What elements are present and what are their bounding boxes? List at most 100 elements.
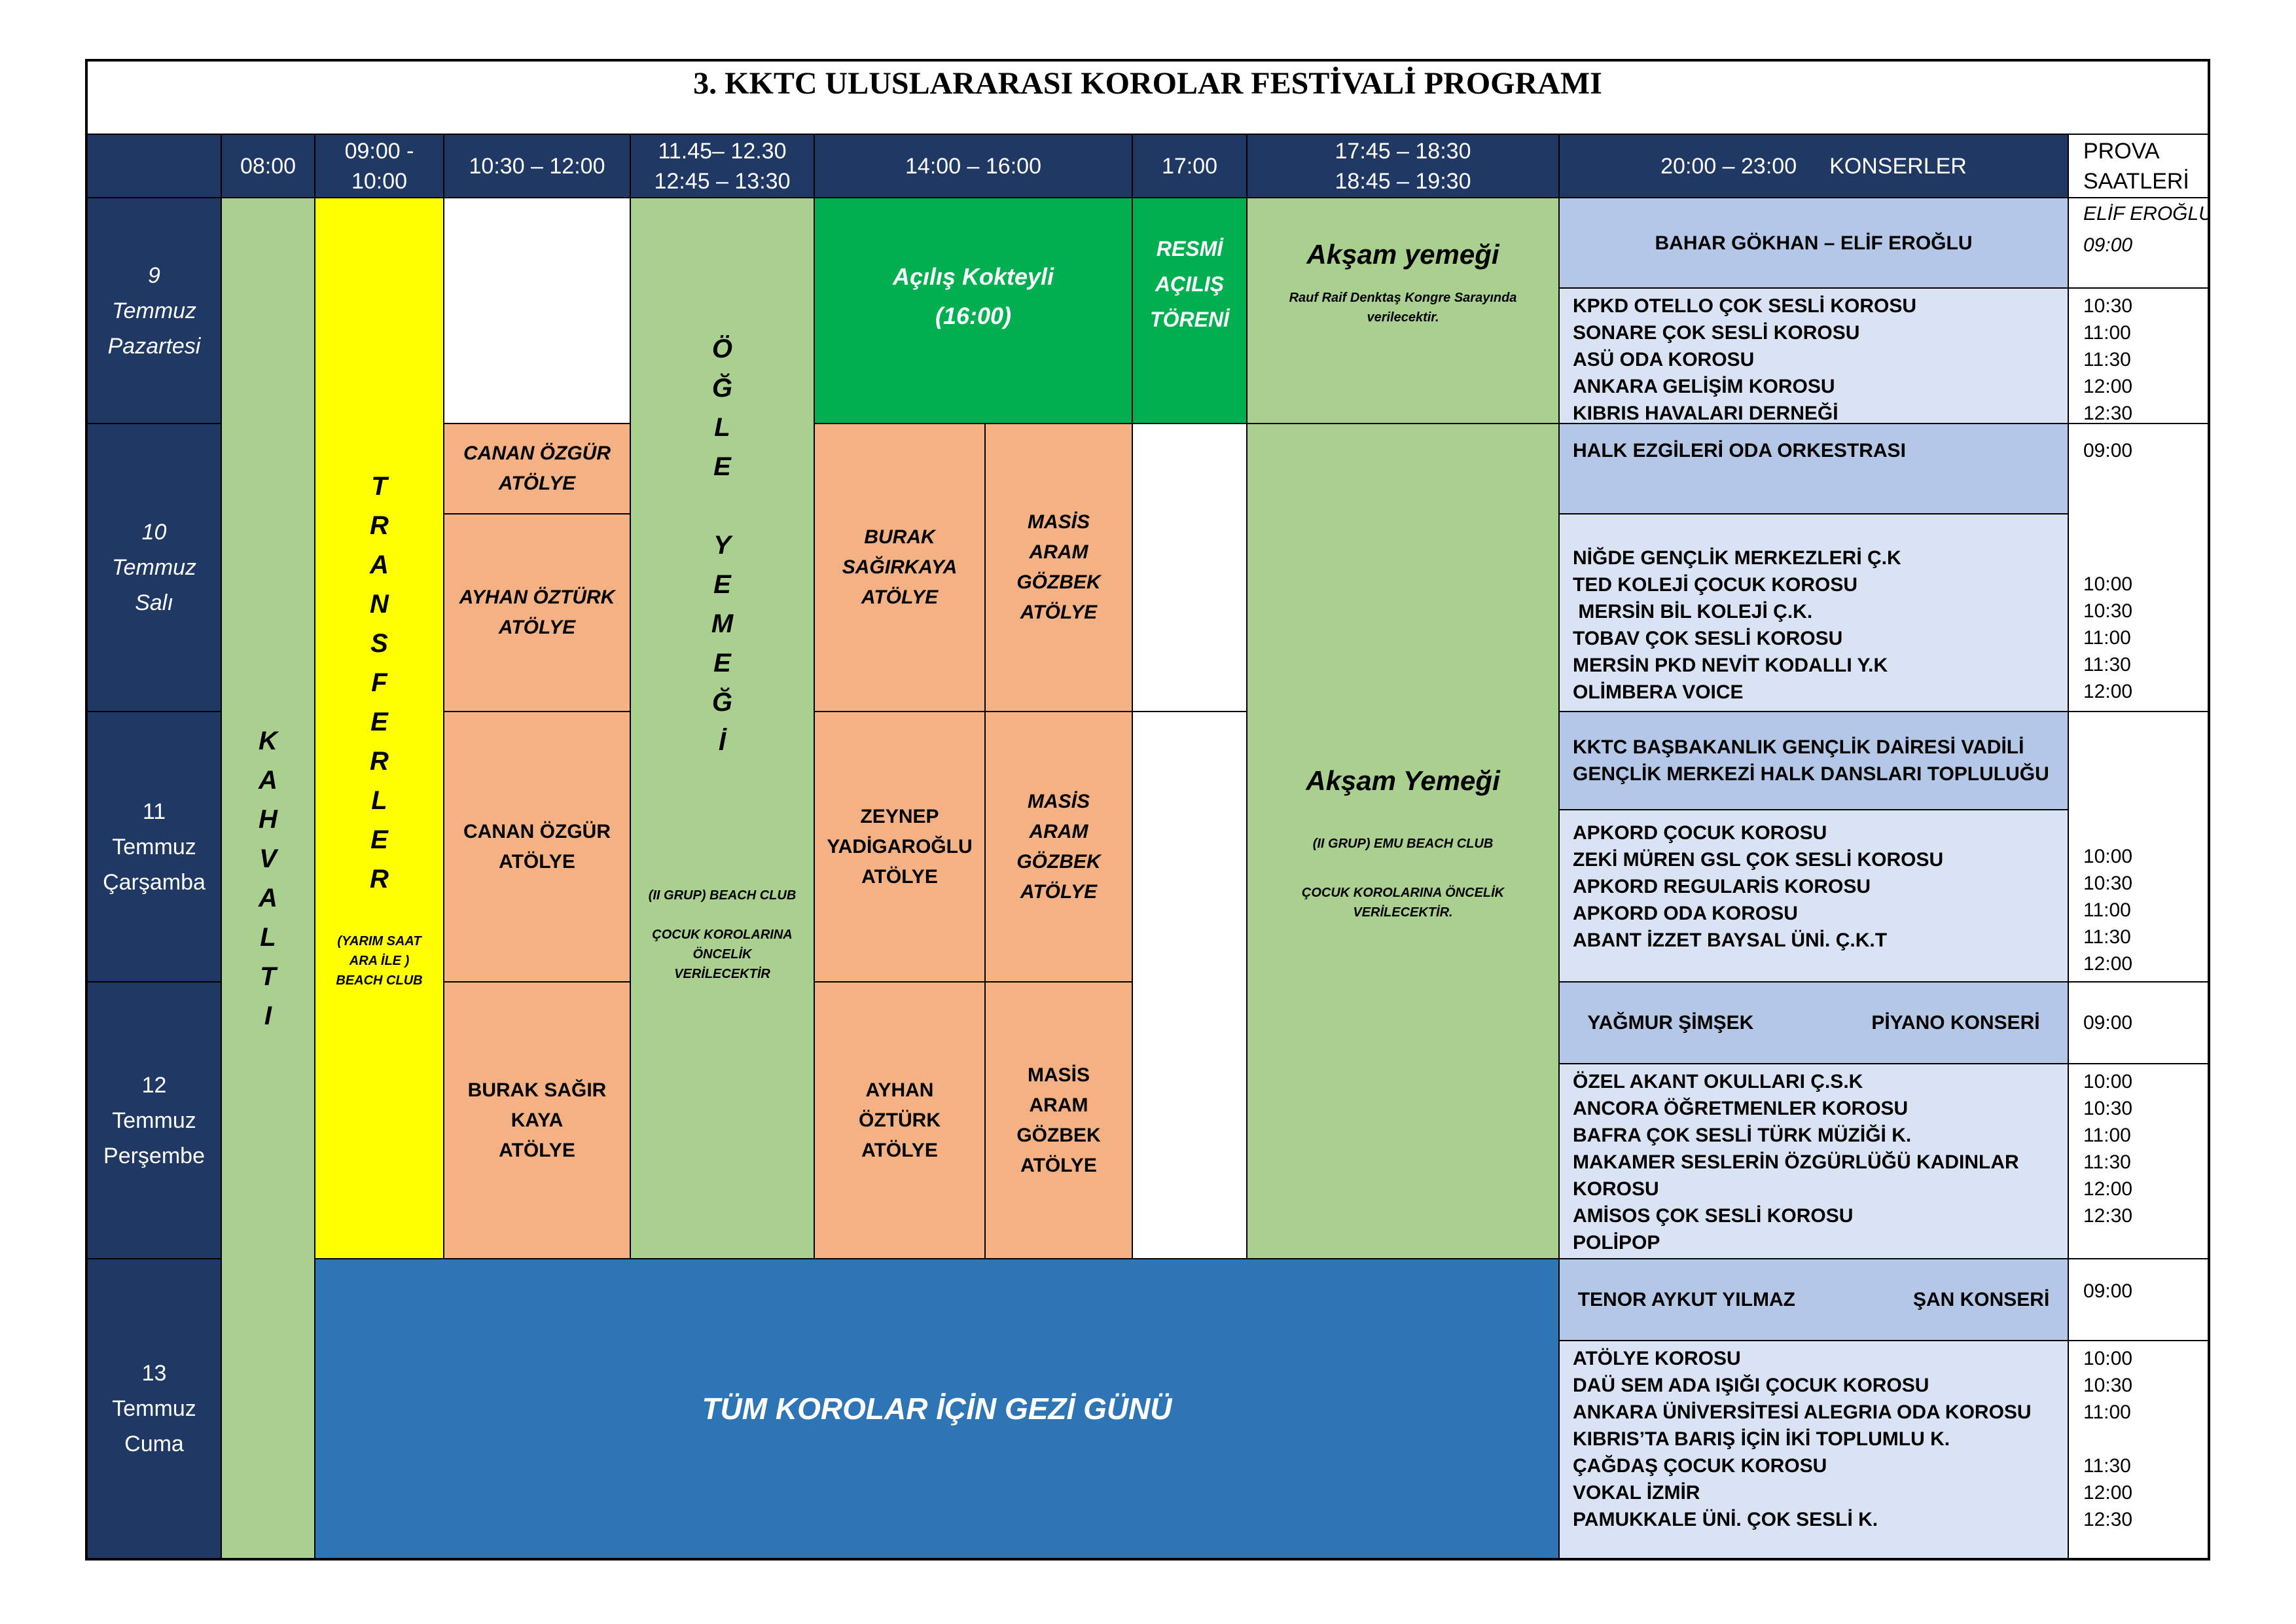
prova-time: 11:30 xyxy=(2083,926,2131,948)
page-title-cell: 3. KKTC ULUSLARARASI KOROLAR FESTİVALİ P… xyxy=(87,61,2208,134)
kahvalti-letter: V xyxy=(259,844,277,873)
header-1145: 11.45– 12.30 12:45 – 13:30 xyxy=(630,134,814,198)
choir-name: KIBRIS HAVALARI DERNEĞİ xyxy=(1573,403,1839,424)
ogle-letter: E xyxy=(713,570,731,599)
workshop-label: ATÖLYE xyxy=(861,586,939,608)
ogle-note-line: (II GRUP) BEACH CLUB xyxy=(648,888,797,903)
header-1030: 10:30 – 12:00 xyxy=(444,134,630,198)
prova-day4-a: 09:00 xyxy=(2068,982,2208,1064)
header-1745: 17:45 – 18:30 18:45 – 19:30 xyxy=(1247,134,1559,198)
choir-name: ATÖLYE KOROSU xyxy=(1573,1348,1741,1369)
ogle-note-line xyxy=(649,905,797,925)
prova-time: 11:00 xyxy=(2083,899,2131,921)
transfer-note-line: (YARIM SAAT xyxy=(337,933,422,948)
choir-name: ABANT İZZET BAYSAL ÜNİ. Ç.K.T xyxy=(1573,929,1888,951)
prova-time: 11:30 xyxy=(2083,654,2131,676)
transferler-cell: T R A N S F E R L E R (YARIM SAAT ARA İL… xyxy=(315,198,444,1259)
ogle-letter: Y xyxy=(713,531,731,560)
header-prova-label-b: SAATLERİ xyxy=(2083,168,2189,194)
header-1745-label-b: 18:45 – 19:30 xyxy=(1335,168,1471,194)
workshop-name: BURAK xyxy=(864,526,935,548)
concert-day1-head: BAHAR GÖKHAN – ELİF EROĞLU xyxy=(1559,198,2068,288)
workshop-name: YADİGAROĞLU xyxy=(827,835,973,857)
choir-name: KIBRIS’TA BARIŞ İÇİN İKİ TOPLUMLU K. xyxy=(1573,1428,1950,1450)
concert-headliner: GENÇLİK MERKEZİ HALK DANSLARI TOPLULUĞU xyxy=(1573,763,2049,785)
header-konserler: 20:00 – 23:00 KONSERLER xyxy=(1559,134,2068,198)
prova-time: 09:00 xyxy=(2083,1280,2133,1302)
transferler-letter: T xyxy=(371,471,387,501)
c3-day4-workshop: BURAK SAĞIR KAYA ATÖLYE xyxy=(444,982,630,1259)
choir-name: KPKD OTELLO ÇOK SESLİ KOROSU xyxy=(1573,295,1917,317)
workshop-label: ATÖLYE xyxy=(861,865,938,888)
day-row-2: 10 Temmuz Salı xyxy=(87,424,221,712)
workshop-name: ARAM xyxy=(1029,541,1088,563)
prova-day4-b: 10:00 10:30 11:00 11:30 12:00 12:30 xyxy=(2068,1064,2208,1259)
transfer-note-line: BEACH CLUB xyxy=(336,973,423,988)
kahvalti-letter: T xyxy=(260,962,276,991)
day-1-name: Pazartesi xyxy=(107,333,201,359)
choir-name: ANKARA ÜNİVERSİTESİ ALEGRIA ODA KOROSU xyxy=(1573,1401,2032,1423)
header-prova-label-a: PROVA xyxy=(2083,138,2160,164)
workshop-name: SAĞIRKAYA xyxy=(842,556,958,578)
choir-name: ANKARA GELİŞİM KOROSU xyxy=(1573,376,1835,397)
aksam-yemegi-note: ÇOCUK KOROLARINA ÖNCELİK xyxy=(1301,885,1505,900)
resmi-acilis-line: AÇILIŞ xyxy=(1155,272,1224,296)
prova-time: 11:00 xyxy=(2083,1401,2131,1423)
transferler-letter: E xyxy=(370,825,388,854)
schedule-table: 3. KKTC ULUSLARARASI KOROLAR FESTİVALİ P… xyxy=(85,59,2210,1561)
acilis-kokteyli-time: (16:00) xyxy=(935,302,1012,329)
choir-name: ÇAĞDAŞ ÇOCUK KOROSU xyxy=(1573,1455,1827,1477)
prova-time: 12:30 xyxy=(2083,403,2133,424)
workshop-label: ATÖLYE xyxy=(498,473,576,494)
day-1-num: 9 xyxy=(148,262,160,288)
gezi-gunu-cell: TÜM KOROLAR İÇİN GEZİ GÜNÜ xyxy=(315,1259,1559,1559)
c6-day3-4-empty xyxy=(1132,712,1247,1259)
header-1145-label-a: 11.45– 12.30 xyxy=(658,138,787,164)
concert-day5-list: ATÖLYE KOROSU DAÜ SEM ADA IŞIĞI ÇOCUK KO… xyxy=(1559,1341,2068,1559)
c3-day2-workshop-b: AYHAN ÖZTÜRK ATÖLYE xyxy=(444,514,630,712)
concert-headliner: HALK EZGİLERİ ODA ORKESTRASI xyxy=(1573,440,1906,461)
concert-day2-head: HALK EZGİLERİ ODA ORKESTRASI xyxy=(1559,424,2068,514)
prova-day2-a: 09:00 xyxy=(2068,424,2208,514)
transferler-letter: R xyxy=(370,746,389,776)
ogle-yemegi-cell: Ö Ğ L E Y E M E Ğ İ (II GRUP) BEACH CLUB… xyxy=(630,198,814,1259)
prova-time: 09:00 xyxy=(2083,1012,2133,1034)
header-konserler-label: KONSERLER xyxy=(1829,153,1967,179)
concert-type: ŞAN KONSERİ xyxy=(1912,1288,2050,1310)
page-title: 3. KKTC ULUSLARARASI KOROLAR FESTİVALİ P… xyxy=(693,66,1602,101)
workshop-label: ATÖLYE xyxy=(1020,602,1098,623)
workshop-name: ZEYNEP xyxy=(860,805,939,827)
workshop-label: ATÖLYE xyxy=(499,1139,575,1161)
prova-time: 12:30 xyxy=(2083,1205,2133,1227)
ogle-vertical-text: Ö Ğ L E Y E M E Ğ İ xyxy=(711,329,733,761)
resmi-acilis-line: TÖRENİ xyxy=(1150,308,1229,331)
aksam-yemegi-title: Akşam Yemeği xyxy=(1306,765,1500,796)
choir-name: TOBAV ÇOK SESLİ KOROSU xyxy=(1573,628,1843,649)
workshop-name: ARAM xyxy=(1029,820,1088,842)
c6-day2-empty xyxy=(1132,424,1247,712)
workshop-label: ATÖLYE xyxy=(499,850,575,873)
choir-name: BAFRA ÇOK SESLİ TÜRK MÜZİĞİ K. xyxy=(1573,1125,1912,1146)
kahvalti-letter: K xyxy=(259,726,278,755)
transferler-letter: R xyxy=(370,511,389,540)
ogle-letter: M xyxy=(711,609,734,638)
workshop-name: CANAN ÖZGÜR xyxy=(463,442,611,464)
workshop-name: ARAM xyxy=(1029,1094,1088,1116)
day-row-5: 13 Temmuz Cuma xyxy=(87,1259,221,1559)
day-row-4: 12 Temmuz Perşembe xyxy=(87,982,221,1259)
c3-day2-workshop-a: CANAN ÖZGÜR ATÖLYE xyxy=(444,424,630,514)
header-konserler-time: 20:00 – 23:00 xyxy=(1660,153,1797,179)
aksam-yemegi-title: Akşam yemeği xyxy=(1306,239,1499,270)
transferler-note: (YARIM SAAT ARA İLE ) BEACH CLUB xyxy=(336,931,422,990)
concert-day4-head: YAĞMUR ŞİMŞEK PİYANO KONSERİ xyxy=(1559,982,2068,1064)
workshop-name: KAYA xyxy=(511,1109,564,1131)
choir-name: MERSİN BİL KOLEJİ Ç.K. xyxy=(1573,601,1813,623)
header-1400: 14:00 – 16:00 xyxy=(814,134,1132,198)
header-1145-label-b: 12:45 – 13:30 xyxy=(654,168,791,194)
c5a-day3-workshop: ZEYNEP YADİGAROĞLU ATÖLYE xyxy=(814,712,985,982)
day-row-3: 11 Temmuz Çarşamba xyxy=(87,712,221,982)
concert-day1-list: KPKD OTELLO ÇOK SESLİ KOROSU SONARE ÇOK … xyxy=(1559,288,2068,424)
transferler-vertical-text: T R A N S F E R L E R xyxy=(370,467,389,899)
choir-name: DAÜ SEM ADA IŞIĞI ÇOCUK KOROSU xyxy=(1573,1375,1929,1396)
header-1745-label-a: 17:45 – 18:30 xyxy=(1335,138,1471,164)
